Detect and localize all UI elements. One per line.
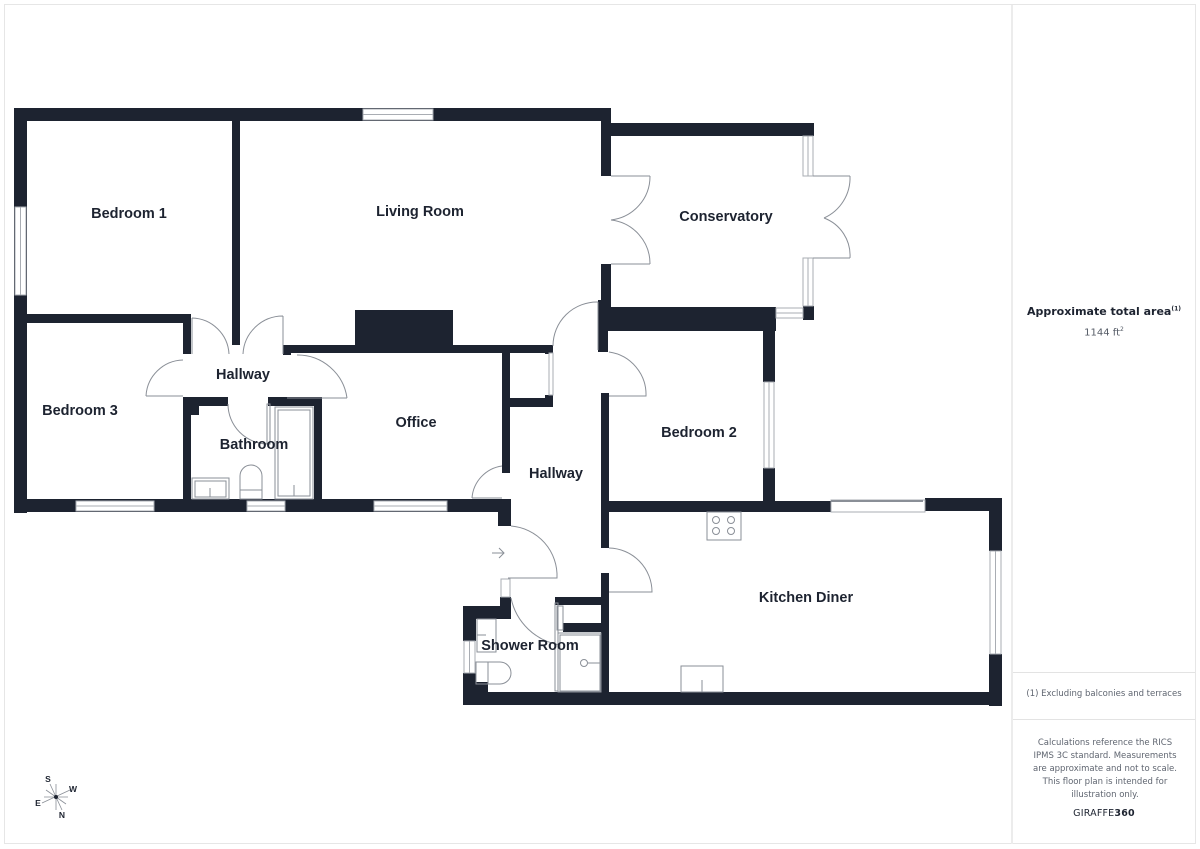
floor-plan: Bedroom 1 Living Room Conservatory Bedro… xyxy=(14,108,1002,820)
panel-divider-2 xyxy=(1013,719,1195,720)
page-frame xyxy=(4,4,1196,844)
room-label-shower-room: Shower Room xyxy=(481,638,578,654)
entrance-arrow-icon xyxy=(492,547,505,559)
brand-suffix: 360 xyxy=(1114,808,1135,819)
room-label-bedroom-2: Bedroom 2 xyxy=(661,425,737,441)
compass-label-e: E xyxy=(35,798,41,808)
room-label-kitchen-diner: Kitchen Diner xyxy=(759,590,854,606)
total-area-footnote-marker: (1) xyxy=(1171,305,1182,313)
floor-plan-area: Bedroom 1 Living Room Conservatory Bedro… xyxy=(5,5,1011,844)
compass-label-n: N xyxy=(59,810,65,820)
fixtures xyxy=(191,406,742,693)
room-label-bedroom-3: Bedroom 3 xyxy=(42,403,118,419)
room-label-hallway-central: Hallway xyxy=(529,466,583,482)
total-area-value-text: 1144 ft xyxy=(1084,327,1121,339)
room-label-bedroom-1: Bedroom 1 xyxy=(91,206,167,222)
room-label-office: Office xyxy=(395,415,436,431)
total-area-block: Approximate total area(1) 1144 ft2 xyxy=(1013,305,1195,338)
room-label-living-room: Living Room xyxy=(376,204,464,220)
compass-label-s: S xyxy=(45,774,51,784)
room-label-bathroom: Bathroom xyxy=(220,437,288,453)
room-labels: Bedroom 1 Living Room Conservatory Bedro… xyxy=(42,204,853,654)
compass-label-w: W xyxy=(69,784,78,794)
walls xyxy=(14,108,1002,706)
compass-rose-icon: S W E N xyxy=(35,774,78,820)
brand-prefix: GIRAFFE xyxy=(1073,808,1115,819)
panel-divider-1 xyxy=(1013,672,1195,673)
total-area-value: 1144 ft2 xyxy=(1013,326,1195,338)
info-side-panel: Approximate total area(1) 1144 ft2 (1) E… xyxy=(1011,5,1195,844)
total-area-unit-sup: 2 xyxy=(1120,326,1124,333)
total-area-title-text: Approximate total area xyxy=(1026,305,1172,318)
total-area-title: Approximate total area(1) xyxy=(1013,305,1195,318)
brand-logo: GIRAFFE360 xyxy=(1013,808,1195,819)
room-label-hallway-west: Hallway xyxy=(216,367,270,383)
measurement-disclaimer: Calculations reference the RICS IPMS 3C … xyxy=(1033,738,1177,800)
area-footnote: (1) Excluding balconies and terraces xyxy=(1026,689,1182,699)
room-label-conservatory: Conservatory xyxy=(679,209,772,225)
windows xyxy=(14,108,1002,674)
